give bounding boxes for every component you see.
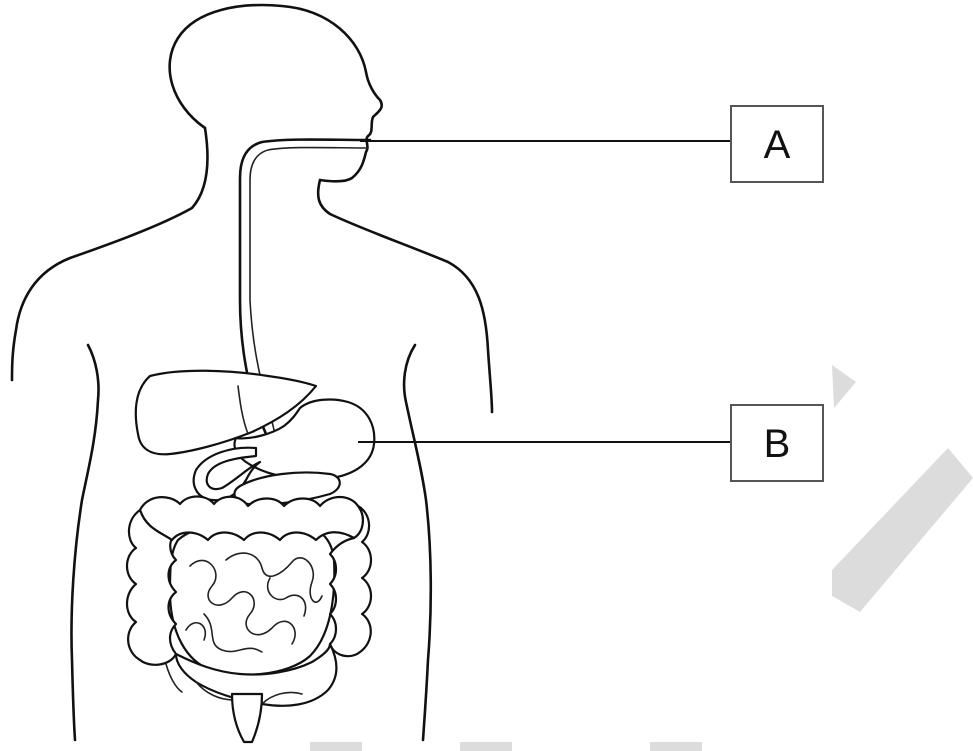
label-a: A (731, 106, 823, 182)
pancreas (234, 473, 339, 505)
left-shoulder-outline (12, 128, 207, 380)
label-a-text: A (764, 123, 791, 167)
left-torso-outline (71, 345, 98, 740)
head-outline (170, 5, 382, 181)
rectum (232, 694, 262, 742)
label-b: B (731, 405, 823, 481)
label-b-text: B (764, 422, 791, 466)
right-torso-outline (404, 345, 431, 740)
